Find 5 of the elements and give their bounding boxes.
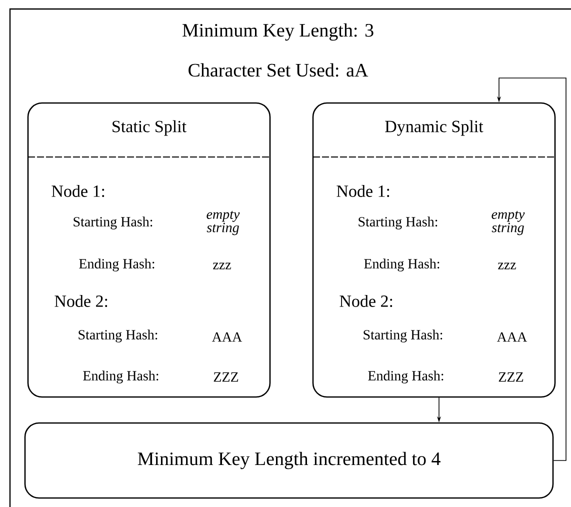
split-box: Static Split Node 1: Starting Hash: empty string Ending Hash: zzz Node 2: Starting Hash: AAA Ending Hash: ZZZ [27,102,271,398]
process-box: Minimum Key Length incremented to 4 [24,422,554,499]
title-text: Minimum Key Length: 3 [182,23,374,41]
split-box: Dynamic Split Node 1: Starting Hash: empty string Ending Hash: zzz Node 2: Starting Hash: AAA Ending Hash: ZZZ [312,102,556,398]
title-text: Character Set Used: aA [188,63,368,77]
